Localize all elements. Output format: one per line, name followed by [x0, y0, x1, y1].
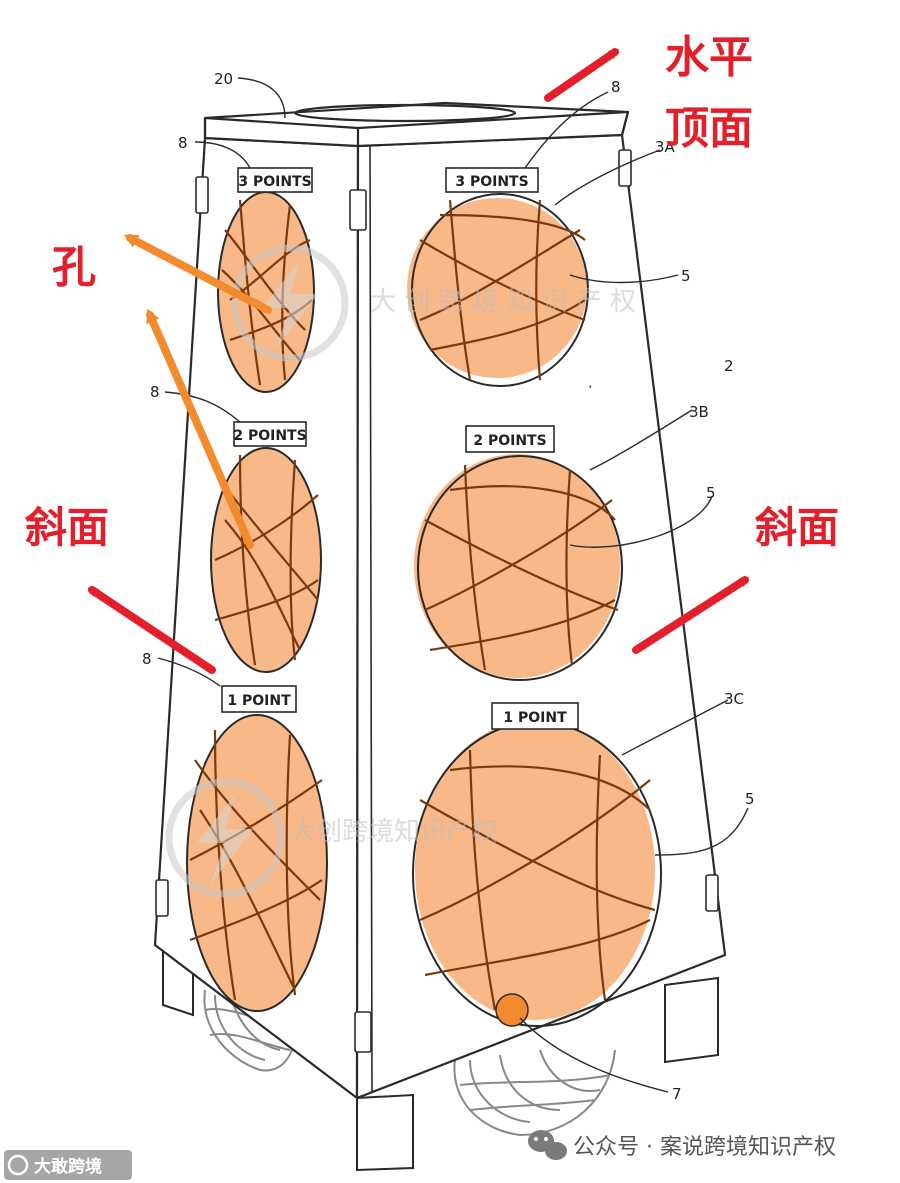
plaque-right-bottom: [491, 702, 579, 730]
plaque-label-left-bottom: 1 POINT: [227, 693, 291, 709]
plaque-labels: 3 POINTS 2 POINTS 1 POINT 3 POINTS 2 POI…: [227, 174, 567, 726]
plaque-right-mid: [465, 425, 555, 453]
footer-right: 公众号 · 案说跨境知识产权: [528, 1130, 836, 1160]
footer-left-logo: 大敢跨境: [4, 1150, 132, 1180]
footer-account-text: 公众号 · 案说跨境知识产权: [573, 1135, 836, 1160]
plaque-label-right-bottom: 1 POINT: [503, 710, 567, 726]
numeral-8: 8: [150, 383, 160, 401]
plaque-label-right-top: 3 POINTS: [455, 174, 528, 190]
arrow-top-surface: [544, 48, 620, 102]
plaque-label-left-mid: 2 POINTS: [233, 428, 306, 444]
right-hole-3c: [412, 720, 662, 1027]
annotation-top-line1: 水平: [665, 32, 753, 83]
hinge: [618, 149, 632, 187]
numeral-20: 20: [214, 70, 233, 88]
plaque-left-top: [237, 167, 313, 193]
hinge: [354, 1011, 372, 1053]
numeral-3a: 3A: [655, 138, 676, 156]
arrow-hole-lower: [146, 308, 254, 549]
numeral-5: 5: [706, 484, 716, 502]
numeral-3c: 3C: [724, 690, 744, 708]
arrow-hole-upper: [123, 234, 272, 314]
annotation-slope-left: 斜面: [25, 503, 109, 552]
numeral-8: 8: [178, 134, 188, 152]
watermark-text-lower: 大创跨境知识产权: [290, 817, 498, 847]
legs: [162, 948, 719, 1172]
top-opening: [293, 103, 517, 123]
numeral-8: 8: [611, 78, 621, 96]
leg-back-right: [664, 976, 719, 1064]
hinge: [195, 176, 209, 214]
watermark-logo-lower: [165, 778, 285, 898]
left-hole-1: [186, 714, 328, 1012]
hinge: [705, 874, 719, 912]
right-hole-3b: [414, 454, 623, 681]
plaques: [221, 167, 579, 730]
plaque-left-mid: [233, 421, 307, 447]
plaque-right-top: [445, 167, 539, 193]
watermark-logo-upper: [231, 244, 349, 362]
leg-front-center: [356, 1093, 414, 1172]
numeral-5: 5: [681, 267, 691, 285]
wechat-icon: [528, 1130, 567, 1160]
left-hole-2: [210, 447, 322, 673]
watermark-text-upper: 大 创 跨 境 知 识 产 权: [370, 287, 636, 317]
numeral-2: 2: [724, 357, 734, 375]
numeral-3b: 3B: [689, 403, 709, 421]
hinge: [155, 879, 169, 917]
annotation-hole: 孔: [52, 242, 96, 293]
annotation-arrows: [87, 48, 750, 674]
surface-mark: ·: [588, 378, 593, 396]
arrow-left-slope: [87, 586, 216, 674]
plaque-label-right-mid: 2 POINTS: [473, 433, 546, 449]
numeral-7: 7: [672, 1085, 682, 1103]
numeral-5: 5: [745, 790, 755, 808]
front-edge: [369, 145, 373, 1094]
hinge: [349, 189, 367, 231]
annotation-top-line2: 顶面: [665, 103, 753, 154]
reference-numerals: 20 8 8 8 8 3A 5 2 3B 5 3C 5 7: [142, 70, 755, 1103]
leader-lines: [157, 77, 749, 1093]
hanging-net-right: [453, 1049, 616, 1137]
footer-logo-text: 大敢跨境: [34, 1156, 102, 1177]
plaque-left-bottom: [221, 685, 297, 713]
plaque-label-left-top: 3 POINTS: [238, 174, 311, 190]
hinges: [155, 149, 719, 1053]
numeral-8: 8: [142, 650, 152, 668]
annotation-slope-right: 斜面: [755, 503, 839, 552]
right-hole-3a: [407, 193, 589, 387]
arrow-right-slope: [632, 576, 750, 654]
